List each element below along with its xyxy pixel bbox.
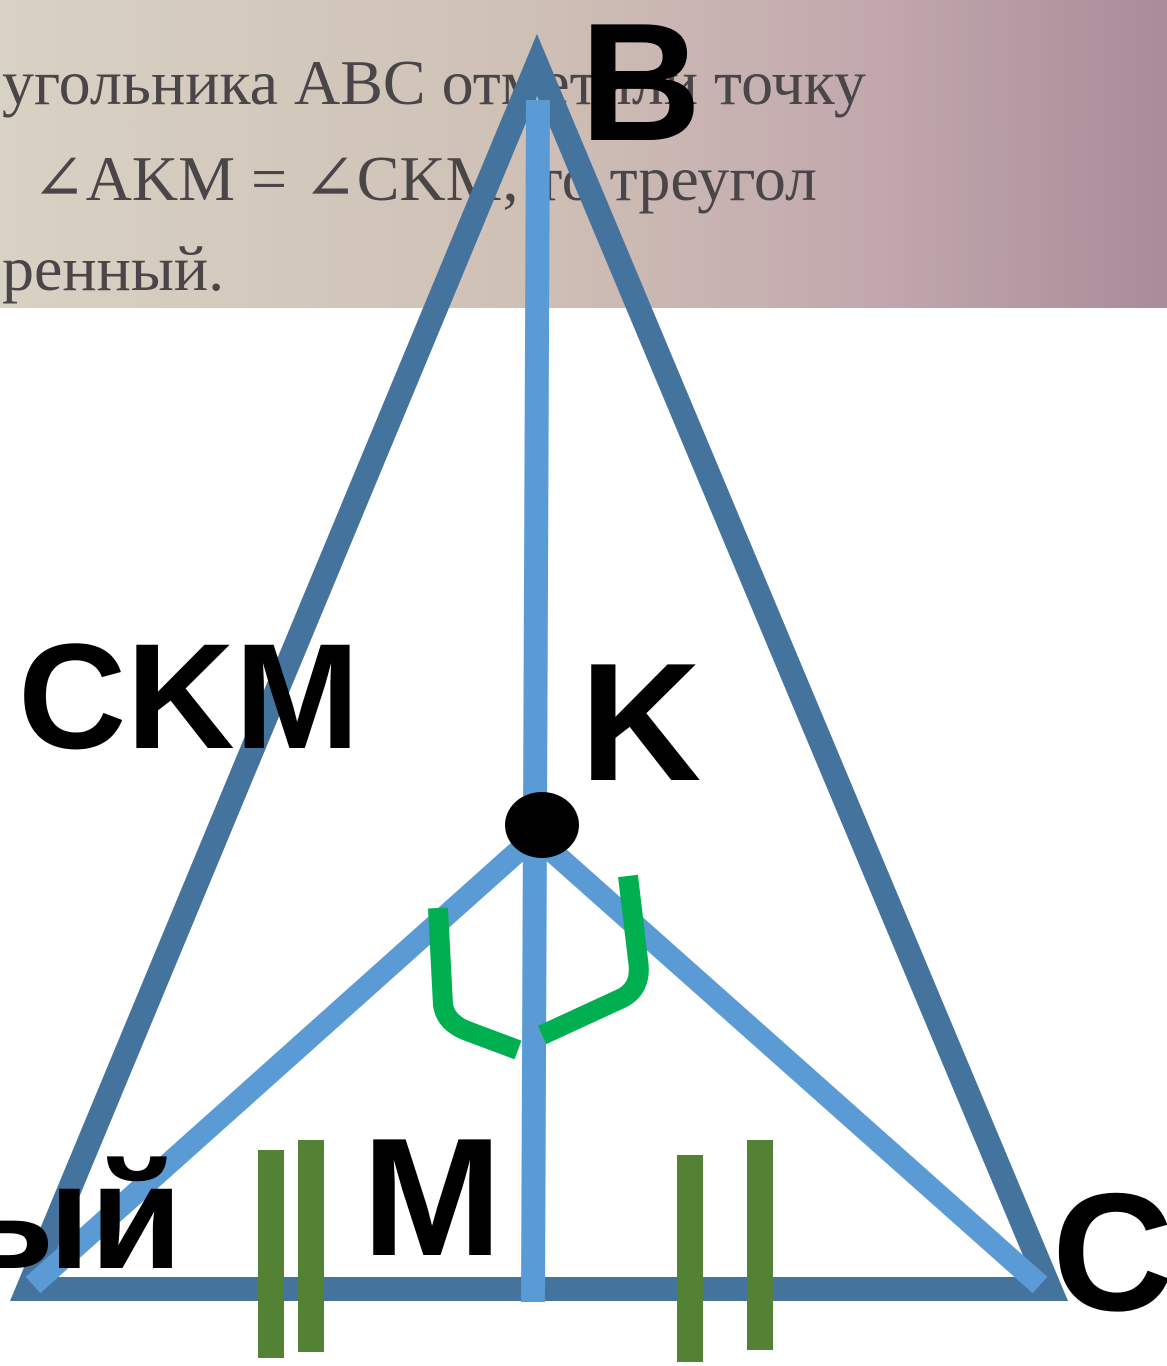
label-ckm: CKM [18, 612, 360, 780]
label-b: B [580, 0, 701, 176]
label-c: C [1052, 1158, 1167, 1346]
textbook-photo: угольника ABC отметили точку ∠AKM = ∠CKM… [0, 0, 1167, 308]
photo-text-line-1: угольника ABC отметили точку [2, 47, 866, 118]
point-k [505, 792, 579, 858]
segment-bm [521, 99, 550, 1303]
photo-text-line-3: ренный. [2, 233, 224, 304]
photo-text-line-2: ∠AKM = ∠CKM, то треугол [32, 143, 817, 214]
angle-mark-akm [428, 907, 522, 1060]
angle-mark-ckm [537, 874, 649, 1045]
label-k: K [580, 628, 701, 816]
label-m: M [362, 1103, 502, 1291]
label-yi: ый [0, 1132, 182, 1300]
